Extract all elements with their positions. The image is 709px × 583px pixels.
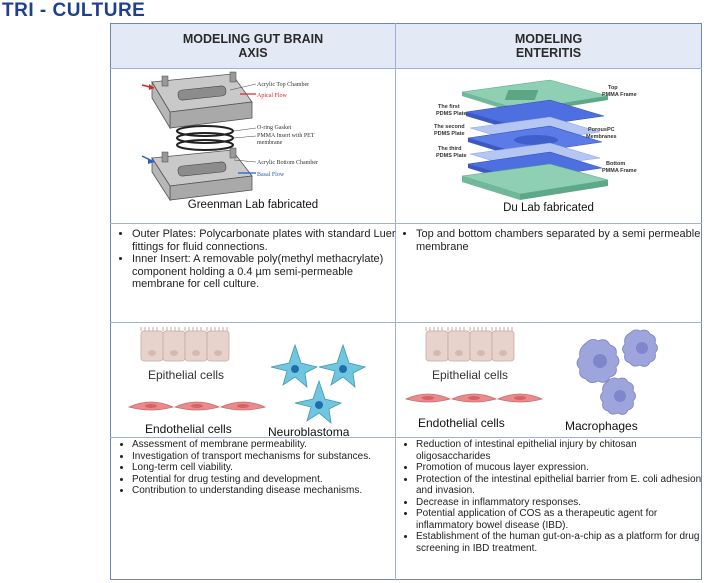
label-left-epithelial: Epithelial cells bbox=[148, 368, 225, 382]
label-bottom-frame-1: Bottom bbox=[606, 161, 625, 167]
macrophage-icon bbox=[576, 329, 658, 415]
header-right-line2: ENTERITIS bbox=[515, 46, 582, 60]
header-right-line1: MODELING bbox=[514, 32, 583, 46]
list-item: Establishment of the human gut-on-a-chip… bbox=[416, 531, 708, 554]
acrylic-bottom-chamber bbox=[151, 147, 253, 202]
label-top-frame-1: Top bbox=[608, 85, 618, 91]
endothelial-cells-icon bbox=[127, 401, 267, 411]
acrylic-top-chamber bbox=[151, 71, 253, 130]
label-bottom-frame-2: PMMA Frame bbox=[602, 168, 637, 174]
label-third-plate-1: The third bbox=[438, 146, 462, 152]
label-right-endothelial: Endothelial cells bbox=[418, 416, 505, 430]
greenman-chip-diagram: Acrylic Top Chamber Apical Flow O-ring G… bbox=[141, 71, 318, 202]
label-porous-1: PorousPC bbox=[588, 127, 615, 133]
right-cell-types bbox=[404, 327, 658, 415]
epithelial-cells-icon bbox=[425, 327, 515, 362]
list-item: Inner Insert: A removable poly(methyl me… bbox=[132, 253, 400, 291]
row-divider-header bbox=[110, 68, 702, 69]
label-top-frame-2: PMMA Frame bbox=[602, 92, 637, 98]
list-item: Long-term cell viability. bbox=[132, 462, 402, 474]
label-apical-flow: Apical Flow bbox=[257, 93, 287, 99]
left-description-list: Outer Plates: Polycarbonate plates with … bbox=[118, 228, 400, 291]
label-right-epithelial: Epithelial cells bbox=[432, 368, 509, 382]
epithelial-cells-icon bbox=[140, 327, 230, 362]
label-second-plate-1: The second bbox=[434, 124, 465, 130]
list-item: Potential application of COS as a therap… bbox=[416, 508, 708, 531]
header-left-line1: MODELING GUT BRAIN bbox=[182, 32, 324, 46]
list-item: Reduction of intestinal epithelial injur… bbox=[416, 439, 708, 462]
caption-greenman: Greenman Lab fabricated bbox=[187, 199, 319, 211]
label-porous-2: Membranes bbox=[586, 134, 617, 140]
du-lab-chip-diagram: Top PMMA Frame The first PDMS Plate The … bbox=[434, 79, 637, 200]
label-macrophages: Macrophages bbox=[565, 419, 638, 433]
header-left-line2: AXIS bbox=[238, 46, 268, 60]
label-insert-line1: PMMA Insert with PET bbox=[257, 133, 315, 139]
list-item: Contribution to understanding disease me… bbox=[132, 485, 402, 497]
column-divider bbox=[395, 23, 396, 580]
left-outcomes-list: Assessment of membrane permeability.Inve… bbox=[118, 439, 402, 497]
header-enteritis: MODELING ENTERITIS bbox=[396, 24, 701, 68]
list-item: Outer Plates: Polycarbonate plates with … bbox=[132, 228, 400, 253]
label-first-plate-2: PDMS Plate bbox=[436, 111, 467, 117]
label-left-endothelial: Endothelial cells bbox=[145, 422, 232, 436]
list-item: Protection of the intestinal epithelial … bbox=[416, 474, 708, 497]
label-bottom-chamber: Acrylic Bottom Chamber bbox=[257, 160, 318, 166]
endothelial-cells-icon bbox=[404, 393, 544, 403]
label-third-plate-2: PDMS Plate bbox=[436, 153, 467, 159]
row-divider-device bbox=[110, 223, 702, 224]
row-divider-description bbox=[110, 322, 702, 323]
list-item: Top and bottom chambers separated by a s… bbox=[416, 228, 706, 253]
page-title: TRI - CULTURE bbox=[2, 0, 146, 21]
label-gasket: O-ring Gasket bbox=[257, 125, 291, 131]
neuroblastoma-icon bbox=[270, 343, 367, 424]
list-item: Potential for drug testing and developme… bbox=[132, 474, 402, 486]
label-top-chamber: Acrylic Top Chamber bbox=[257, 82, 309, 88]
label-second-plate-2: PDMS Plate bbox=[434, 131, 465, 137]
header-gut-brain-axis: MODELING GUT BRAIN AXIS bbox=[111, 24, 395, 68]
label-insert-line2: membrane bbox=[257, 140, 283, 146]
list-item: Decrease in inflammatory responses. bbox=[416, 497, 708, 509]
caption-du-lab: Du Lab fabricated bbox=[503, 202, 594, 214]
label-first-plate-1: The first bbox=[438, 104, 460, 110]
list-item: Investigation of transport mechanisms fo… bbox=[132, 451, 402, 463]
list-item: Assessment of membrane permeability. bbox=[132, 439, 402, 451]
right-description-list: Top and bottom chambers separated by a s… bbox=[402, 228, 706, 253]
list-item: Promotion of mucous layer expression. bbox=[416, 462, 708, 474]
left-cell-types bbox=[127, 327, 367, 424]
comparison-table bbox=[110, 23, 702, 580]
label-neuroblastoma: Neuroblastoma bbox=[268, 425, 350, 439]
o-ring-gasket bbox=[176, 125, 234, 151]
label-basal-flow: Basal Flow bbox=[257, 172, 285, 178]
bottom-pmma-frame bbox=[461, 163, 609, 200]
row-divider-cells bbox=[110, 437, 702, 438]
right-outcomes-list: Reduction of intestinal epithelial injur… bbox=[402, 439, 708, 554]
